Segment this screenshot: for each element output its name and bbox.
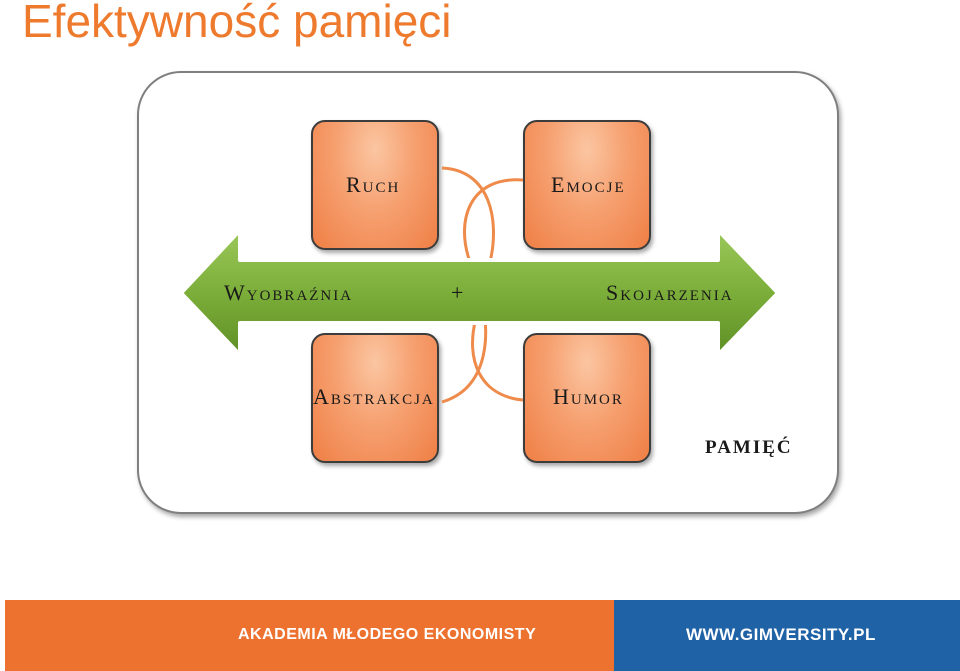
arrow-label-plus: + [451,280,466,305]
footer-right-link[interactable]: WWW.GIMVERSITY.PL [686,625,876,644]
footer-right-bar: WWW.GIMVERSITY.PL [614,600,960,671]
connector-emocje [463,178,524,263]
connector-ruch [441,166,495,263]
page-title: Efektywność pamięci [22,0,452,47]
connector-abstrakcja [441,317,488,404]
box-label-abstrakcja: Abstrakcja [313,384,435,409]
connector-lines [441,166,524,404]
footer-left-bar: AKADEMIA MŁODEGO EKONOMISTY [5,600,614,671]
box-emocje [523,120,651,250]
corner-label-pamiec: pamięć [705,429,793,459]
box-label-ruch: Ruch [346,172,401,197]
box-abstrakcja [311,333,439,463]
connector-humor [471,317,524,402]
arrow-label-skojarzenia: Skojarzenia [606,280,734,305]
box-ruch [311,120,439,250]
box-humor [523,333,651,463]
double-arrow [179,228,780,357]
box-label-emocje: Emocje [551,172,626,197]
footer-left-text: AKADEMIA MŁODEGO EKONOMISTY [238,626,537,643]
arrow-label-wyobraznia: Wyobraźnia [224,280,354,305]
box-label-humor: Humor [553,384,624,409]
